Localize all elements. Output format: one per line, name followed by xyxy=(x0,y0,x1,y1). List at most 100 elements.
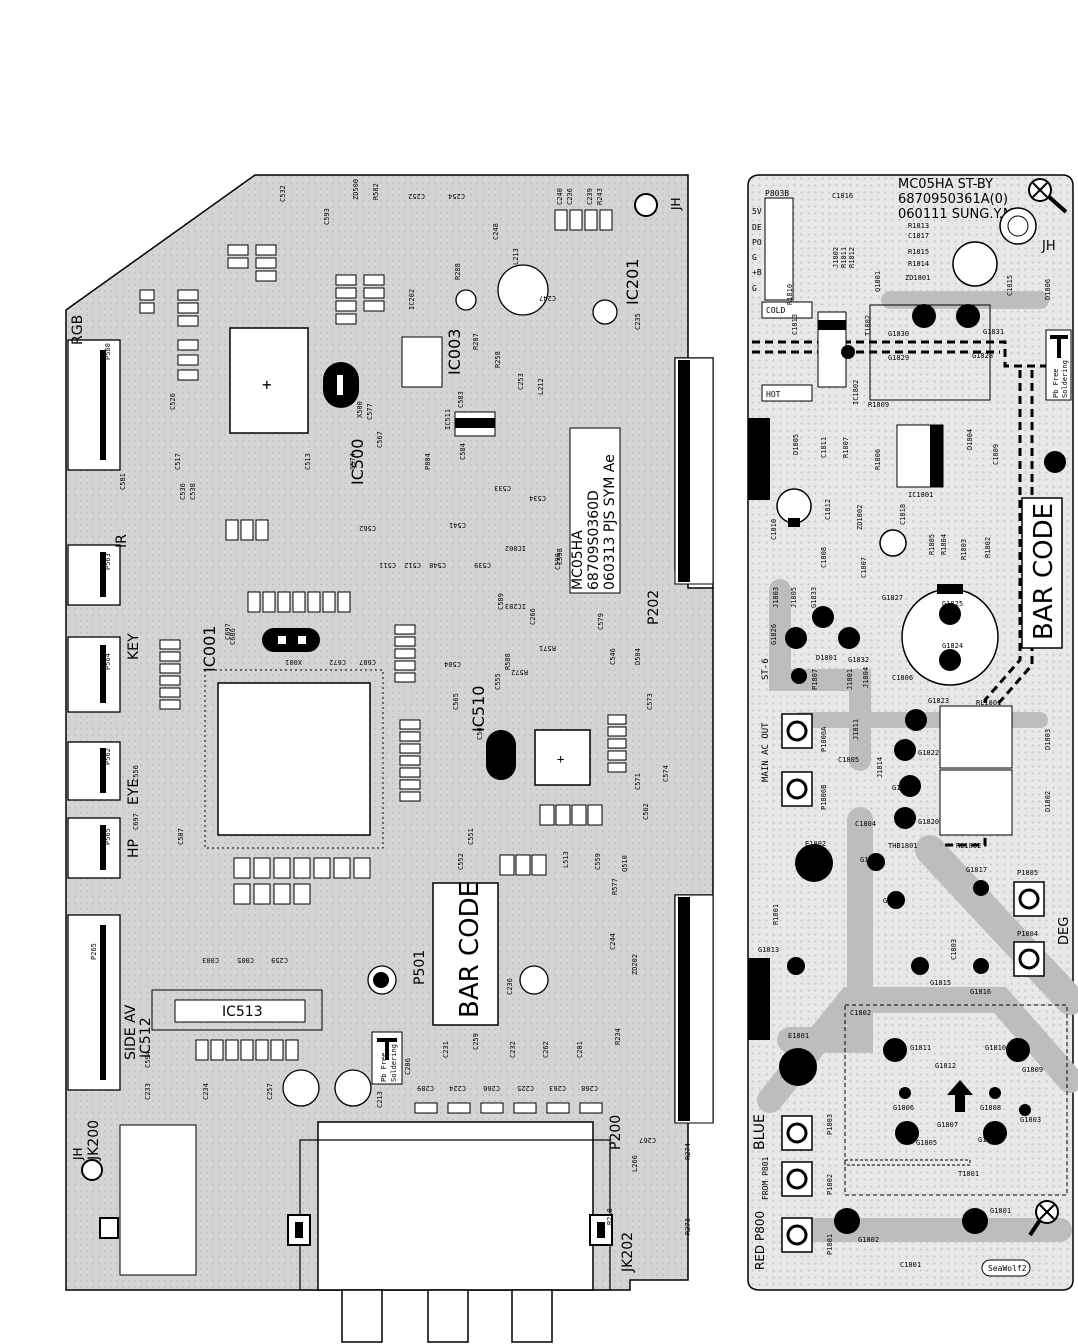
label-c559: C559 xyxy=(594,853,602,870)
label-d1805: D1805 xyxy=(792,434,800,455)
label-g1812: G1812 xyxy=(935,1062,956,1070)
label-c517: C517 xyxy=(174,453,182,470)
label-r571: R571 xyxy=(539,644,556,652)
label-r1806: R1806 xyxy=(874,449,882,470)
label-c571: C571 xyxy=(634,773,642,790)
label-g1810: G1810 xyxy=(985,1044,1006,1052)
label-g1803: G1803 xyxy=(1020,1116,1041,1124)
label-ic002: IC002 xyxy=(505,544,526,552)
pin-po: PO xyxy=(752,238,762,247)
label-c551: C551 xyxy=(467,828,475,845)
label-l212: L212 xyxy=(537,378,545,395)
label-t1802: T1802 xyxy=(864,315,872,336)
label-g1829: G1829 xyxy=(888,354,909,362)
pin-g1: G xyxy=(752,253,757,262)
label-c562-b: C562 xyxy=(642,803,650,820)
label-r1813: R1813 xyxy=(908,222,929,230)
main-board: RGB IR KEY EYE HP SIDE AV JK200 JH JK202 xyxy=(65,174,714,1343)
label-c239: C239 xyxy=(586,188,594,205)
label-c253: C253 xyxy=(517,373,525,390)
label-c262: C262 xyxy=(542,1041,550,1058)
label-r234: R234 xyxy=(614,1028,622,1045)
label-c526: C526 xyxy=(169,393,177,410)
left-connectors xyxy=(67,339,121,1091)
label-c235: C235 xyxy=(634,313,642,330)
side-header-2: 6870950361A(0) xyxy=(898,192,1008,207)
label-g1825: G1825 xyxy=(942,600,963,608)
label-g1804: G1804 xyxy=(978,1136,999,1144)
label-c555: C555 xyxy=(494,673,502,690)
label-zd1801: ZD1801 xyxy=(905,274,930,282)
relay-rl1801 xyxy=(939,705,1013,769)
port-p202-label: P202 xyxy=(646,590,662,625)
label-g1816: G1816 xyxy=(970,988,991,996)
fiducial-jh-side: JH xyxy=(1041,239,1056,254)
label-g1820: G1820 xyxy=(918,818,939,826)
label-d504: D504 xyxy=(634,648,642,665)
label-j1801: J1801 xyxy=(846,669,854,690)
label-j1804: J1804 xyxy=(862,667,870,688)
label-e1802: E1802 xyxy=(805,840,826,848)
label-ic202: IC202 xyxy=(408,289,416,310)
label-c507: C507 xyxy=(177,828,185,845)
label-q510: Q510 xyxy=(621,855,629,872)
label-c511: C511 xyxy=(379,561,396,569)
fiducial-jh-top: JH xyxy=(669,197,683,211)
label-c1817: C1817 xyxy=(908,232,929,240)
label-c266: C266 xyxy=(529,608,537,625)
label-j1802: J1802 xyxy=(832,247,840,268)
label-c534: C534 xyxy=(529,494,546,502)
label-c225: C225 xyxy=(517,1084,534,1092)
label-c003: C003 xyxy=(202,956,219,964)
label-j1803: J1803 xyxy=(772,587,780,608)
label-r1812: R1812 xyxy=(848,247,856,268)
label-r1805: R1805 xyxy=(928,534,936,555)
label-r1804: R1804 xyxy=(940,534,948,555)
label-c247: C247 xyxy=(539,294,556,302)
label-r273: R273 xyxy=(684,1218,692,1235)
label-l266: L266 xyxy=(631,1155,639,1172)
jack-jk200-label: JK200 xyxy=(86,1120,102,1161)
label-c577: C577 xyxy=(366,403,374,420)
label-p563: P563 xyxy=(104,553,112,570)
label-r1811: R1811 xyxy=(840,247,848,268)
label-blue: BLUE xyxy=(752,1114,768,1150)
side-tab-top xyxy=(748,418,770,500)
label-r1814: R1814 xyxy=(908,260,929,268)
ic001-label: IC001 xyxy=(200,626,219,672)
connector-p803b-label: P803B xyxy=(765,189,789,198)
label-c567: C567 xyxy=(376,431,384,448)
ic510-label: IC510 xyxy=(469,686,488,732)
label-deg: DEG xyxy=(1057,917,1072,945)
label-c556: C556 xyxy=(132,765,140,782)
label-c501: C501 xyxy=(476,723,484,740)
label-r287: R287 xyxy=(472,333,480,350)
main-capacitors xyxy=(282,193,658,1107)
seawolf-badge xyxy=(981,1259,1031,1277)
label-c201: C201 xyxy=(576,1041,584,1058)
label-c231: C231 xyxy=(442,1041,450,1058)
label-c244: C244 xyxy=(609,933,617,950)
label-r577: R577 xyxy=(611,878,619,895)
label-c541: C541 xyxy=(449,521,466,529)
label-c240: C240 xyxy=(556,188,564,205)
ic201-label: IC201 xyxy=(623,259,642,305)
label-r582: R582 xyxy=(372,183,380,200)
label-c1808: C1808 xyxy=(820,547,828,568)
label-c206: C206 xyxy=(404,1058,412,1075)
label-ic511: IC511 xyxy=(444,409,452,430)
label-c1807: C1807 xyxy=(860,557,868,578)
main-small-labels: C532 ZD500 R582 C252 C254 C240 C236 C239… xyxy=(90,179,692,1235)
zone-cold: COLD xyxy=(766,306,785,315)
label-p265: P265 xyxy=(90,943,98,960)
label-g1817: G1817 xyxy=(966,866,987,874)
label-p560: P560 xyxy=(104,343,112,360)
label-c1809: C1809 xyxy=(992,444,1000,465)
label-c1802: C1802 xyxy=(850,1009,871,1017)
port-p501-label: P501 xyxy=(412,950,428,985)
label-zd1802: ZD1802 xyxy=(856,505,864,530)
label-g1833: G1833 xyxy=(810,587,818,608)
label-g1827: G1827 xyxy=(882,594,903,602)
label-r1807: R1807 xyxy=(842,437,850,458)
label-c538: C538 xyxy=(189,483,197,500)
